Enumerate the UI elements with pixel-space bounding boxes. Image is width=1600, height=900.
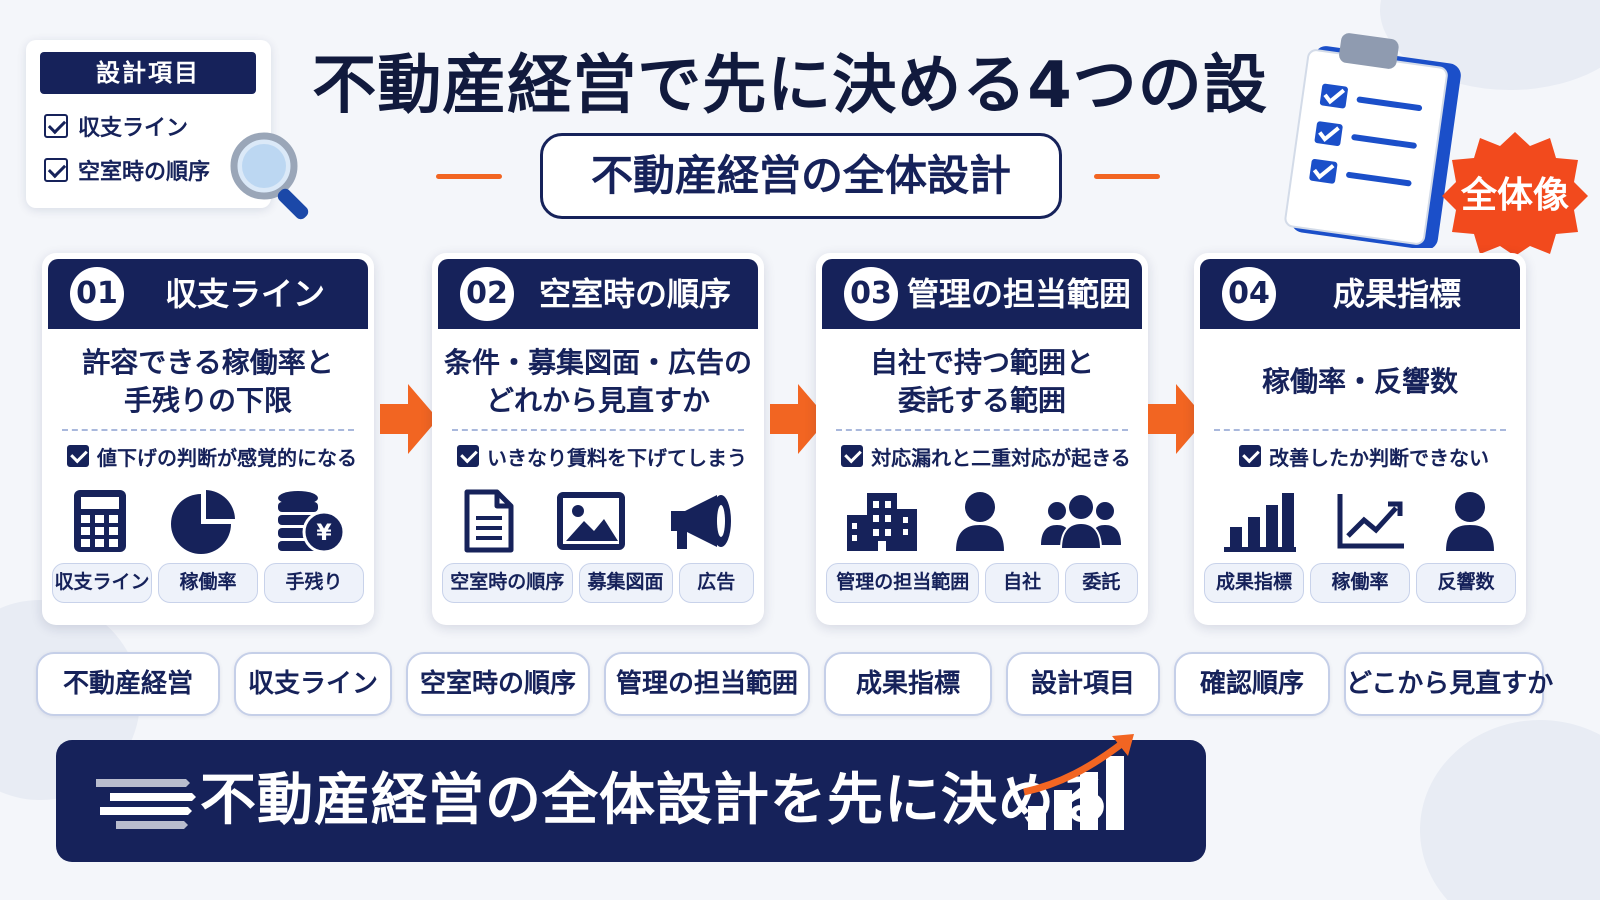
step-description: 稼働率・反響数 <box>1261 365 1458 398</box>
coins-yen-icon: ¥ <box>277 491 346 554</box>
keyword-chip: 管理の担当範囲 <box>604 652 810 716</box>
step-title: 空室時の順序 <box>538 275 731 313</box>
keyword-row: 不動産経営 収支ライン 空室時の順序 管理の担当範囲 成果指標 設計項目 確認順… <box>36 652 1556 716</box>
step-tags: 空室時の順序 募集図面 広告 <box>442 563 754 603</box>
tag: 管理の担当範囲 <box>826 563 980 603</box>
arrow-right-icon <box>380 384 438 454</box>
keyword-chip: 空室時の順序 <box>406 652 590 716</box>
tag: 成果指標 <box>1204 563 1304 603</box>
step-number: 01 <box>70 267 124 321</box>
person-icon <box>955 492 1004 551</box>
tag: 反響数 <box>1416 563 1516 603</box>
checklist-card: 設計項目 収支ライン 空室時の順序 <box>26 40 271 208</box>
clipboard-icon <box>1284 33 1461 248</box>
step-card-1: 01 収支ライン 許容できる稼働率と 手残りの下限 値下げの判断が感覚的になる <box>42 253 374 625</box>
decorative-dash <box>1094 174 1160 179</box>
pie-chart-icon <box>170 490 235 554</box>
keyword-chip: 収支ライン <box>234 652 392 716</box>
step-card-header: 04 成果指標 <box>1200 259 1520 329</box>
step-title: 管理の担当範囲 <box>906 275 1131 313</box>
checkbox-checked-icon <box>44 114 68 138</box>
building-icon <box>846 493 917 551</box>
keyword-chip: 成果指標 <box>824 652 992 716</box>
subtitle: 不動産経営の全体設計 <box>540 133 1062 219</box>
growth-chart-icon <box>1023 734 1134 830</box>
step-card-header: 02 空室時の順序 <box>438 259 758 329</box>
bar-chart-icon <box>1224 493 1296 552</box>
image-icon <box>556 492 625 550</box>
tag: 稼働率 <box>158 563 258 603</box>
tag: 稼働率 <box>1310 563 1410 603</box>
keyword-chip: 設計項目 <box>1006 652 1160 716</box>
keyword-chip: どこから見直すか <box>1344 652 1553 716</box>
tag: 収支ライン <box>52 563 152 603</box>
dashed-divider <box>1214 429 1506 431</box>
checkbox-checked-icon <box>1239 445 1261 467</box>
megaphone-icon <box>670 495 731 549</box>
tag: 委託 <box>1064 563 1138 603</box>
arrow-right-icon <box>770 384 828 454</box>
banner-message: 不動産経営の全体設計を先に決める <box>200 768 1112 833</box>
arrow-right-icon <box>1148 384 1206 454</box>
speed-lines-icon <box>96 779 196 829</box>
checkbox-checked-icon <box>841 445 864 467</box>
step-description: 自社で持つ範囲と 委託する範囲 <box>869 346 1094 417</box>
step-number: 04 <box>1222 267 1276 321</box>
checkbox-checked-icon <box>457 445 479 467</box>
step-icons <box>826 485 1138 557</box>
calculator-icon <box>74 490 127 552</box>
step-card-header: 01 収支ライン <box>48 259 368 329</box>
step-tags: 収支ライン 稼働率 手残り <box>52 563 364 603</box>
step-card-header: 03 管理の担当範囲 <box>822 259 1142 329</box>
svg-text:¥: ¥ <box>316 521 332 546</box>
group-icon <box>1041 495 1122 550</box>
line-chart-icon <box>1337 494 1404 549</box>
bottom-banner: 不動産経営の全体設計を先に決める <box>56 734 1206 862</box>
step-icons <box>1204 485 1516 557</box>
tag: 自社 <box>985 563 1059 603</box>
tag: 広告 <box>678 563 754 603</box>
checklist-card-title: 設計項目 <box>40 52 256 94</box>
tag: 募集図面 <box>578 563 673 603</box>
step-card-2: 02 空室時の順序 条件・募集図面・広告の どれから見直すか いきなり賃料を下げ… <box>432 253 764 625</box>
step-tags: 管理の担当範囲 自社 委託 <box>826 563 1138 603</box>
step-icons <box>442 485 754 557</box>
person-icon <box>1446 492 1494 551</box>
decorative-dash <box>436 174 502 179</box>
tag: 空室時の順序 <box>442 563 573 603</box>
step-risk: 値下げの判断が感覚的になる <box>56 439 368 473</box>
step-icons: ¥ <box>52 485 364 557</box>
badge-icon <box>1442 132 1588 256</box>
step-title: 成果指標 <box>1332 275 1461 313</box>
document-icon <box>464 489 514 553</box>
checklist-item: 収支ライン <box>44 110 188 142</box>
keyword-chip: 不動産経営 <box>36 652 220 716</box>
dashed-divider <box>62 429 354 431</box>
dashed-divider <box>452 429 744 431</box>
step-card-4: 04 成果指標 稼働率・反響数 改善したか判断できない 成果指標 稼働率 反響数 <box>1194 253 1526 625</box>
step-tags: 成果指標 稼働率 反響数 <box>1204 563 1516 603</box>
checkbox-checked-icon <box>67 445 89 467</box>
step-card-3: 03 管理の担当範囲 自社で持つ範囲と 委託する範囲 対応漏れと二重対応が起きる <box>816 253 1148 625</box>
bg-blob <box>1420 720 1600 900</box>
step-description: 許容できる稼働率と 手残りの下限 <box>82 346 334 417</box>
checkbox-checked-icon <box>44 158 68 182</box>
keyword-chip: 確認順序 <box>1174 652 1330 716</box>
step-description: 条件・募集図面・広告の どれから見直すか <box>443 346 752 417</box>
overview-badge: 全体像 <box>1460 175 1569 216</box>
step-title: 収支ライン <box>164 275 325 313</box>
step-risk: 対応漏れと二重対応が起きる <box>830 439 1142 473</box>
step-number: 02 <box>460 267 514 321</box>
dashed-divider <box>836 429 1128 431</box>
checklist-item: 空室時の順序 <box>44 154 210 186</box>
tag: 手残り <box>264 563 364 603</box>
step-risk: いきなり賃料を下げてしまう <box>446 439 758 473</box>
step-number: 03 <box>844 267 898 321</box>
magnifier-icon <box>230 132 309 220</box>
step-risk: 改善したか判断できない <box>1208 439 1520 473</box>
